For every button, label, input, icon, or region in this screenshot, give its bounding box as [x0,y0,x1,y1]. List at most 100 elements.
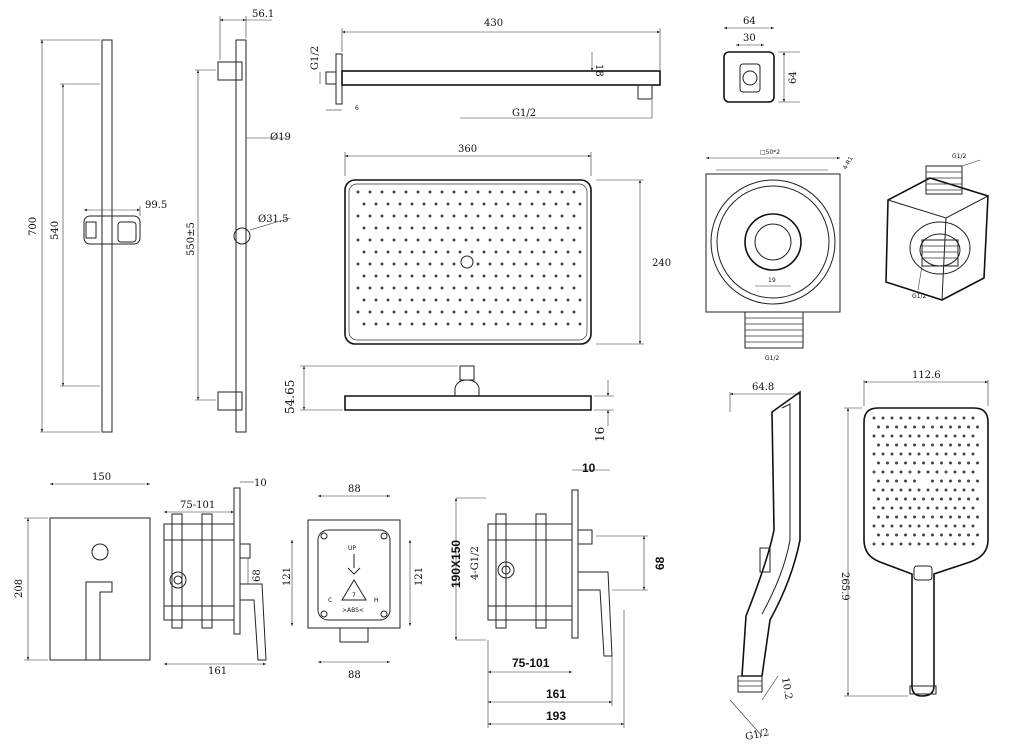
nozzle-dot [578,322,582,326]
nozzle-dot [506,298,510,302]
nozzle-dot [895,443,898,447]
nozzle-dot [380,262,384,266]
nozzle-dot [362,226,366,230]
nozzle-dot [944,470,948,474]
nozzle-dot [890,470,894,474]
nozzle-dot [872,488,876,492]
nozzle-dot [935,434,939,438]
nozzle-dot [422,322,426,326]
nozzle-dot [380,310,384,314]
nozzle-dot [881,416,885,420]
nozzle-dot [890,488,894,492]
nozzle-dot [422,298,426,302]
rain-head-nozzles [356,190,582,326]
nozzle-dot [899,506,903,510]
nozzle-dot [416,190,420,194]
nozzle-dot [542,322,546,326]
slide-rail-side-view: 56.1 Ø19 Ø31.5 550±5 [186,9,291,433]
nozzle-dot [895,515,898,519]
nozzle-dot [404,286,408,290]
dim-big-190x150: 190X150 [449,540,463,588]
dim-big-4g12: 4-G1/2 [470,546,481,580]
dim-arm-g12-bottom: G1/2 [512,108,536,119]
nozzle-dot [935,524,939,528]
nozzle-dot [440,238,444,242]
nozzle-dot [554,298,558,302]
nozzle-dot [890,452,894,456]
nozzle-dot [917,524,921,528]
nozzle-dot [976,461,979,465]
nozzle-dot [512,190,516,194]
nozzle-dot [554,202,558,206]
nozzle-dot [935,452,939,456]
nozzle-dot [470,298,474,302]
nozzle-dot [422,202,426,206]
nozzle-dot [872,524,876,528]
nozzle-dot [949,497,952,501]
nozzle-dot [953,416,957,420]
nozzle-dot [440,214,444,218]
nozzle-dot [434,322,438,326]
nozzle-dot [940,497,943,501]
nozzle-dot [386,298,390,302]
nozzle-dot [949,461,952,465]
nozzle-dot [899,524,903,528]
nozzle-dot [476,286,480,290]
dim-hand-g12: G1/2 [744,727,770,743]
nozzle-dot [908,452,912,456]
nozzle-dot [566,250,570,254]
shower-arm-view: 430 G1/2 18 6 G1/2 [310,18,661,119]
nozzle-dot [446,298,450,302]
nozzle-dot [890,542,894,546]
nozzle-dot [958,497,961,501]
nozzle-dot [917,452,921,456]
dim-head-16: 16 [593,427,607,442]
nozzle-dot [895,533,898,537]
nozzle-dot [962,470,966,474]
nozzle-dot [494,202,498,206]
nozzle-dot [572,190,576,194]
nozzle-dot [422,274,426,278]
nozzle-dot [908,470,912,474]
dim-hand-112-6: 112.6 [912,370,941,381]
nozzle-dot [386,250,390,254]
nozzle-dot [386,226,390,230]
nozzle-dot [890,506,894,510]
nozzle-dot [500,310,504,314]
nozzle-dot [440,190,444,194]
nozzle-dot [464,286,468,290]
nozzle-dot [536,214,540,218]
nozzle-dot [458,250,462,254]
nozzle-dot [386,322,390,326]
nozzle-dot [548,310,552,314]
nozzle-dot [953,434,957,438]
nozzle-dot [416,310,420,314]
nozzle-dot [518,226,522,230]
dim-big-10: 10 [582,461,596,475]
nozzle-dot [899,416,903,420]
nozzle-dot [434,274,438,278]
dim-wall-30: 30 [743,33,756,44]
dim-box-88-bottom: 88 [348,670,361,681]
nozzle-dot [877,443,880,447]
nozzle-dot [953,488,957,492]
nozzle-dot [944,524,948,528]
nozzle-dot [380,214,384,218]
nozzle-dot [926,488,930,492]
nozzle-dot [536,286,540,290]
nozzle-dot [967,479,970,483]
nozzle-dot [392,310,396,314]
nozzle-dot [374,298,378,302]
nozzle-dot [881,542,885,546]
nozzle-dot [380,190,384,194]
nozzle-dot [464,190,468,194]
nozzle-dot [917,470,921,474]
nozzle-dot [913,443,916,447]
nozzle-dot [913,515,916,519]
nozzle-dot [434,250,438,254]
nozzle-dot [560,190,564,194]
nozzle-dot [410,250,414,254]
dim-wall-64-top: 64 [743,16,756,27]
dim-iso-g12-bottom: G1/2 [912,293,926,300]
nozzle-dot [962,542,966,546]
